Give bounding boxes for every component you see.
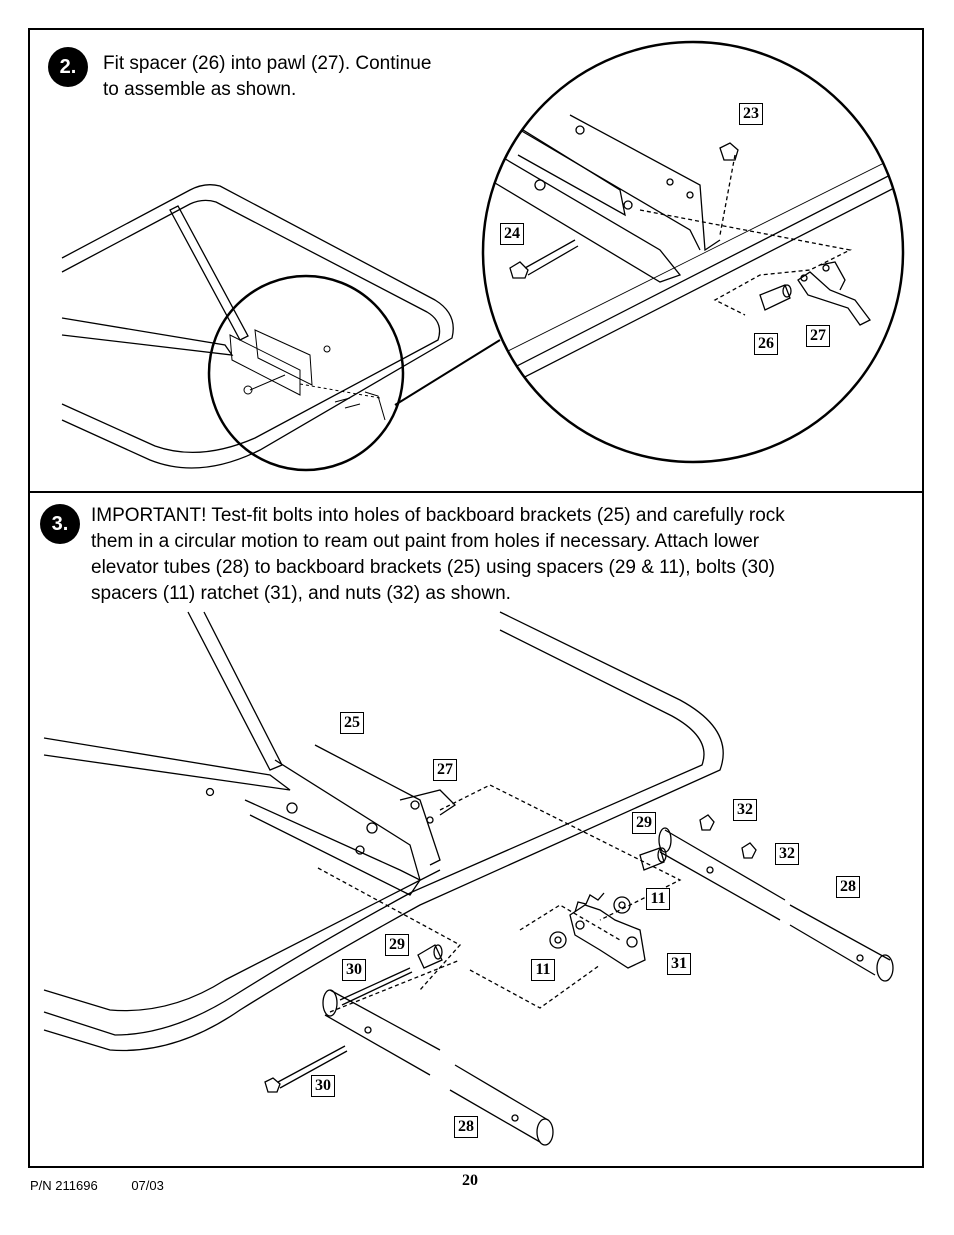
callout-11-lower: 11	[531, 959, 555, 981]
step-3-line-2: them in a circular motion to ream out pa…	[91, 531, 760, 552]
step-3-assembly	[43, 611, 894, 1146]
callout-25: 25	[340, 712, 364, 734]
step-divider	[28, 491, 924, 493]
step-2-backboard-frame	[61, 184, 454, 469]
callout-23: 23	[739, 103, 763, 125]
callout-28-upper: 28	[836, 876, 860, 898]
step-3-badge: 3.	[40, 504, 80, 544]
callout-29-upper: 29	[632, 812, 656, 834]
callout-31: 31	[667, 953, 691, 975]
footer-info: P/N 211696 07/03	[30, 1178, 194, 1193]
revision-date: 07/03	[131, 1178, 164, 1193]
step-2-detail-circle-small	[207, 274, 405, 472]
step-3-line-3: elevator tubes (28) to backboard bracket…	[91, 557, 775, 578]
callout-11-upper: 11	[646, 888, 670, 910]
step-2-line-2: to assemble as shown.	[103, 79, 297, 100]
step-2-instructions: Fit spacer (26) into pawl (27). Continue…	[103, 51, 431, 103]
callout-30-lower: 30	[311, 1075, 335, 1097]
callout-28-lower: 28	[454, 1116, 478, 1138]
page-number: 20	[462, 1172, 478, 1189]
callout-27: 27	[806, 325, 830, 347]
instruction-frame	[28, 28, 924, 1168]
step-3-instructions: IMPORTANT! Test-fit bolts into holes of …	[91, 503, 785, 607]
callout-32-lower: 32	[775, 843, 799, 865]
part-number: P/N 211696	[30, 1178, 98, 1193]
step-2-badge: 2.	[48, 47, 88, 87]
callout-27-step3: 27	[433, 759, 457, 781]
step-2-detail-circle-large	[481, 40, 905, 464]
callout-29-lower: 29	[385, 934, 409, 956]
step-3-line-4: spacers (11) ratchet (31), and nuts (32)…	[91, 583, 511, 604]
callout-30-upper: 30	[342, 959, 366, 981]
callout-24: 24	[500, 223, 524, 245]
step-2-line-1: Fit spacer (26) into pawl (27). Continue	[103, 53, 432, 74]
detail-connector-line	[394, 339, 501, 406]
callout-26: 26	[754, 333, 778, 355]
step-3-line-1: IMPORTANT! Test-fit bolts into holes of …	[91, 505, 785, 526]
callout-32-upper: 32	[733, 799, 757, 821]
